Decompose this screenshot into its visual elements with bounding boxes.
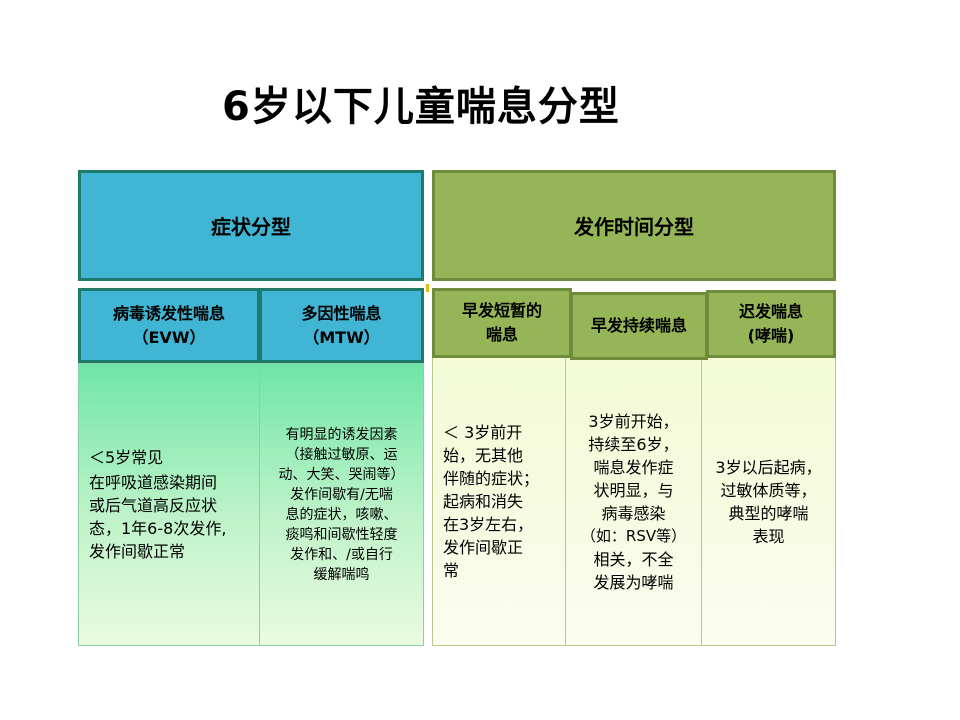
mtw-body: 有明显的诱发因素 （接触过敏原、运 动、大笑、哭闹等） 发作间歇有/无喘 息的症… [259,363,424,646]
early-transient-body: ＜ 3岁前开 始，无其他 伴随的症状； 起病和消失 在3岁左右， 发作间歇正 常 [432,357,566,646]
mtw-header-line1: 多因性喘息 [301,303,382,323]
evw-header: 病毒诱发性喘息 （EVW） [78,288,260,363]
early-persistent-body-line: （如：RSV等） [580,526,687,545]
early-transient-body-line: 起病和消失 [443,492,524,511]
mtw-body-line: 动、大笑、哭闹等） [278,466,405,483]
early-persistent-body-line: 喘息发作症 [593,457,674,477]
early-persistent-body-line: 病毒感染 [601,503,666,523]
early-persistent-body-line: 3岁前开始， [588,411,679,431]
evw-body-line: 或后气道高反应状 [89,496,218,515]
late-onset-header-line2: (哮喘) [747,326,795,345]
late-onset-body: 3岁以后起病， 过敏体质等， 典型的哮喘 表现 [701,357,836,646]
early-transient-header-line1: 早发短暂的 [461,301,542,320]
early-transient-body-line: 发作间歇正 [443,538,524,557]
mtw-header: 多因性喘息 （MTW） [259,288,424,363]
mtw-body-line: 发作和、/或自行 [290,546,393,563]
early-transient-header: 早发短暂的 喘息 [432,288,572,358]
early-persistent-header: 早发持续喘息 [570,292,708,360]
decorative-marker [426,284,429,292]
early-persistent-header-line1: 早发持续喘息 [590,316,687,335]
late-onset-body-line: 过敏体质等， [720,480,817,500]
early-transient-header-line2: 喘息 [485,325,518,344]
early-transient-body-line: 在3岁左右， [443,515,534,534]
late-onset-body-line: 典型的哮喘 [728,503,809,523]
late-onset-header-line1: 迟发喘息 [738,302,803,321]
evw-body-line: ＜5岁常见 [89,448,164,467]
mtw-header-line2: （MTW） [303,327,380,347]
mtw-body-line: 有明显的诱发因素 [285,426,398,443]
symptom-type-header: 症状分型 [78,170,424,281]
early-persistent-body-line: 状明显，与 [593,480,674,500]
onset-time-type-header: 发作时间分型 [432,170,836,281]
early-transient-body-line: 始，无其他 [443,446,524,465]
early-persistent-body-line: 持续至6岁， [588,434,679,454]
early-persistent-body-line: 发展为哮喘 [593,572,674,592]
onset-time-type-header-label: 发作时间分型 [574,215,694,239]
mtw-body-line: （接触过敏原、运 [285,446,398,463]
evw-header-line2: （EVW） [132,327,206,347]
early-persistent-body: 3岁前开始， 持续至6岁， 喘息发作症 状明显，与 病毒感染 （如：RSV等） … [565,357,702,646]
late-onset-header: 迟发喘息 (哮喘) [706,290,836,358]
early-persistent-body-line: 相关，不全 [593,549,674,569]
evw-header-line1: 病毒诱发性喘息 [112,303,225,323]
mtw-body-line: 缓解喘鸣 [313,566,370,583]
early-transient-body-line: 常 [443,561,460,580]
evw-body-line: 态，1年6-8次发作, [89,519,227,538]
evw-body: ＜5岁常见 在呼吸道感染期间 或后气道高反应状 态，1年6-8次发作, 发作间歇… [78,363,260,646]
early-transient-body-line: 伴随的症状； [443,469,540,488]
late-onset-body-line: 3岁以后起病， [715,457,822,477]
mtw-body-line: 息的症状，咳嗽、 [285,506,398,523]
page-title: 6岁以下儿童喘息分型 [222,84,620,130]
evw-body-line: 在呼吸道感染期间 [89,473,218,492]
evw-body-line: 发作间歇正常 [89,542,186,561]
early-transient-body-line: ＜ 3岁前开 [443,423,523,442]
mtw-body-line: 发作间歇有/无喘 [290,486,393,503]
symptom-type-header-label: 症状分型 [211,215,291,239]
mtw-body-line: 痰鸣和间歇性轻度 [285,526,398,543]
late-onset-body-line: 表现 [752,526,785,546]
